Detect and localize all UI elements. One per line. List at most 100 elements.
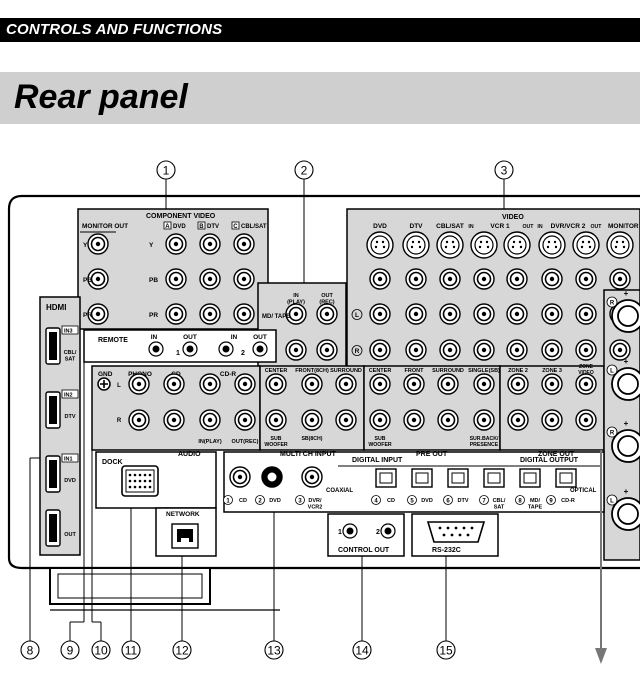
remote-panel	[83, 329, 277, 363]
speaker-plus: +	[624, 289, 629, 298]
pre-out-jack-ring	[476, 376, 492, 392]
video-s-jack-pin	[381, 240, 385, 244]
multi-ch-jack-pin	[343, 417, 349, 423]
video-s-jack-pin	[478, 245, 482, 249]
audio-l-jack-ring	[372, 306, 388, 322]
speaker-terminal-ring	[617, 503, 639, 525]
hdmi-tag-box	[61, 325, 79, 335]
md-tape-label: MD/ TAPE	[262, 314, 290, 320]
zone-label: VIDEO	[578, 370, 594, 376]
video-s-jack-inner	[542, 235, 562, 255]
control-out-jack-hole	[384, 527, 392, 535]
dock-pin	[143, 473, 147, 477]
section-header-bar: CONTROLS AND FUNCTIONS	[0, 18, 640, 42]
component-video-jack-ring	[168, 236, 184, 252]
digital-port-number-circle	[479, 495, 489, 505]
md-tape-out-label: OUT	[321, 293, 333, 299]
component-video-jack-ring	[202, 306, 218, 322]
zone-out-jack-pin	[549, 381, 555, 387]
digital-coax-label: VCR2	[308, 505, 323, 511]
video-s-jack-pin	[615, 240, 619, 244]
hdmi-port-label: CBL/	[64, 350, 77, 356]
pre-out-jack-ring	[406, 376, 422, 392]
video-composite-jack-ring	[612, 271, 628, 287]
video-composite-jack-pin	[583, 276, 589, 282]
zone-out-jack-ring	[510, 412, 526, 428]
md-tape-in-label: IN	[293, 293, 299, 299]
optical-port	[519, 468, 541, 488]
video-s-jack-pin	[512, 240, 516, 244]
digital-coax-jack-ring	[304, 469, 320, 485]
multi-ch-label: CENTER	[265, 368, 288, 374]
monitor-out-jack-ring	[90, 271, 106, 287]
audio-jack-l-pin	[242, 381, 248, 387]
component-video-jack-ring	[202, 271, 218, 287]
optical-port	[375, 468, 397, 488]
video-s-jack-pin	[554, 245, 558, 249]
zone-out-jack-pin	[515, 417, 521, 423]
component-video-jack-ring	[168, 271, 184, 287]
digital-optical-label: DVD	[421, 498, 433, 504]
multi-ch-jack-pin	[309, 417, 315, 423]
video-composite-jack-ring	[442, 271, 458, 287]
dock-pin	[133, 479, 137, 483]
optical-port-inner	[487, 472, 501, 484]
audio-r-mark: R	[117, 418, 122, 424]
md-tape-jack-r-ring	[288, 342, 304, 358]
dock-pin	[148, 473, 152, 477]
video-s-jack-inner	[507, 235, 527, 255]
digital-coax-jack-pin	[309, 474, 315, 480]
hdmi-port-label: OUT	[64, 532, 76, 538]
digital-optical-label: TAPE	[528, 505, 543, 511]
video-s-jack-pin	[485, 240, 489, 244]
video-r-mark: R	[355, 348, 360, 355]
audio-r-jack-ring	[476, 342, 492, 358]
md-tape-jack-l-pin	[324, 311, 330, 317]
input-letter-box	[231, 221, 240, 230]
callout-number: 13	[267, 644, 281, 658]
audio-jack-r-ring	[202, 412, 218, 428]
digital-port-number-circle	[407, 495, 417, 505]
audio-r-jack-pin	[413, 347, 419, 353]
title-band: Rear panel	[0, 72, 640, 124]
video-composite-jack-ring	[408, 271, 424, 287]
zone-out-jack-pin	[583, 381, 589, 387]
digital-optical-label: CBL/	[493, 498, 506, 504]
remote-jack-hole	[152, 345, 160, 353]
digital-coax-jack-ring	[232, 469, 248, 485]
md-tape-jack-r-pin	[324, 347, 330, 353]
rs232c-title: RS-232C	[432, 547, 461, 554]
audio-r-jack-ring	[578, 342, 594, 358]
speaker-terminal-ring	[617, 435, 639, 457]
component-video-jack-pin	[241, 241, 247, 247]
audio-l-jack-ring	[476, 306, 492, 322]
digital-port-number: 1	[226, 499, 230, 505]
callout-number: 11	[125, 644, 138, 658]
component-input-label: CBL/SAT	[241, 224, 267, 230]
callout-number: 12	[175, 644, 189, 658]
control-out-number: 1	[338, 529, 342, 536]
input-letter: C	[233, 224, 238, 230]
speaker-mark-circle	[606, 364, 618, 376]
dock-pin	[133, 485, 137, 489]
digital-port-number-circle	[255, 495, 265, 505]
video-s-jack-pin	[588, 245, 592, 249]
component-video-jack-pin	[173, 241, 179, 247]
l-mark-circle	[351, 309, 363, 320]
video-s-jack-pin	[417, 240, 421, 244]
video-composite-jack-pin	[617, 276, 623, 282]
video-s-jack-pin	[486, 245, 490, 249]
digital-port-number-circle	[515, 495, 525, 505]
audio-l-jack-pin	[583, 311, 589, 317]
r-mark-circle	[351, 345, 363, 356]
speaker-mark: L	[610, 499, 614, 505]
md-tape-jack-r-pin	[293, 347, 299, 353]
monitor-out-jack-ring	[90, 306, 106, 322]
audio-l-jack-pin	[447, 311, 453, 317]
digital-port-number: 2	[258, 499, 262, 505]
audio-jack-l-ring	[202, 376, 218, 392]
video-s-jack-pin	[587, 240, 591, 244]
multi-ch-jack-ring	[268, 376, 284, 392]
pre-out-jack-ring	[440, 376, 456, 392]
component-row-label: PB	[149, 277, 158, 284]
